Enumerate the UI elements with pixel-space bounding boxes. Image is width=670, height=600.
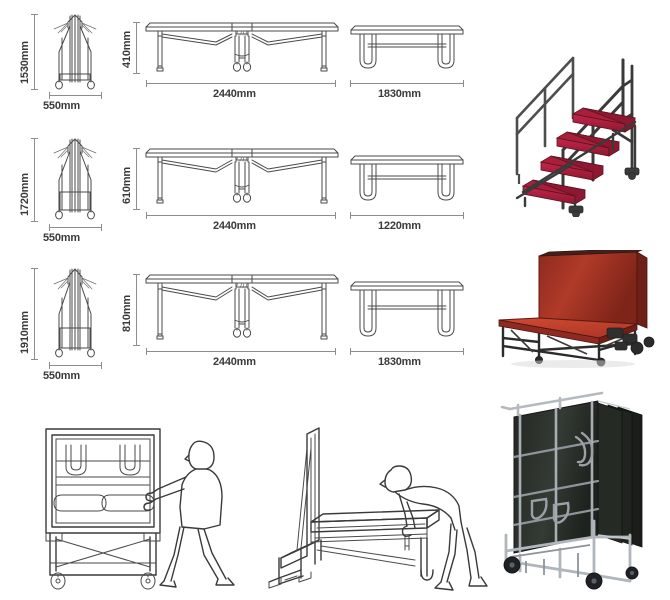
trolley-width-label-3: 550mm xyxy=(43,370,80,382)
table-end-view-3 xyxy=(350,281,464,337)
table-length-rule-2 xyxy=(146,212,336,219)
table-length-label-2: 2440mm xyxy=(213,220,256,232)
table-length-rule-1 xyxy=(146,80,336,87)
table-side-view-3 xyxy=(145,274,339,340)
trolley-width-label-1: 550mm xyxy=(43,100,80,112)
photo-access-stairs xyxy=(495,22,665,217)
table-width-label-1: 1830mm xyxy=(378,88,421,100)
table-length-rule-3 xyxy=(146,348,336,355)
table-height-rule-3 xyxy=(133,274,140,346)
trolley-height-label-1: 1530mm xyxy=(19,41,31,84)
table-length-label-1: 2440mm xyxy=(213,88,256,100)
table-height-label-3: 810mm xyxy=(121,295,133,332)
trolley-height-rule-3 xyxy=(31,268,38,360)
trolley-height-label-2: 1720mm xyxy=(19,173,31,216)
trolley-height-rule-2 xyxy=(31,138,38,222)
photo-folded-units-on-trolley xyxy=(490,385,665,595)
table-height-label-2: 610mm xyxy=(121,167,133,204)
photo-folding-stage-platform xyxy=(487,250,663,368)
trolley-height-label-3: 1910mm xyxy=(19,311,31,354)
illustration-operator-pushing-trolley xyxy=(28,415,248,595)
table-height-rule-1 xyxy=(133,22,140,74)
table-end-view-1 xyxy=(350,25,464,69)
table-width-label-2: 1220mm xyxy=(378,220,421,232)
trolley-end-view-3 xyxy=(53,268,97,358)
trolley-width-rule-3 xyxy=(49,362,102,369)
trolley-width-label-2: 550mm xyxy=(43,232,80,244)
trolley-width-rule-2 xyxy=(49,224,102,231)
trolley-end-view-1 xyxy=(53,14,97,90)
table-width-rule-1 xyxy=(350,80,464,87)
table-length-label-3: 2440mm xyxy=(213,356,256,368)
trolley-width-rule-1 xyxy=(49,92,102,99)
trolley-height-rule-1 xyxy=(31,14,38,90)
trolley-end-view-2 xyxy=(53,138,97,220)
spec-row-2: 1720mm xyxy=(0,128,480,246)
table-side-view-2 xyxy=(145,148,339,204)
table-end-view-2 xyxy=(350,155,464,201)
spec-row-3: 1910mm xyxy=(0,256,480,382)
spec-row-1: 1530mm xyxy=(0,0,480,120)
table-height-rule-2 xyxy=(133,148,140,210)
table-width-rule-2 xyxy=(350,212,464,219)
table-side-view-1 xyxy=(145,22,339,72)
table-height-label-1: 410mm xyxy=(121,31,133,68)
illustration-operator-unfolding-platform xyxy=(255,418,490,596)
table-width-label-3: 1830mm xyxy=(378,356,421,368)
table-width-rule-3 xyxy=(350,348,464,355)
